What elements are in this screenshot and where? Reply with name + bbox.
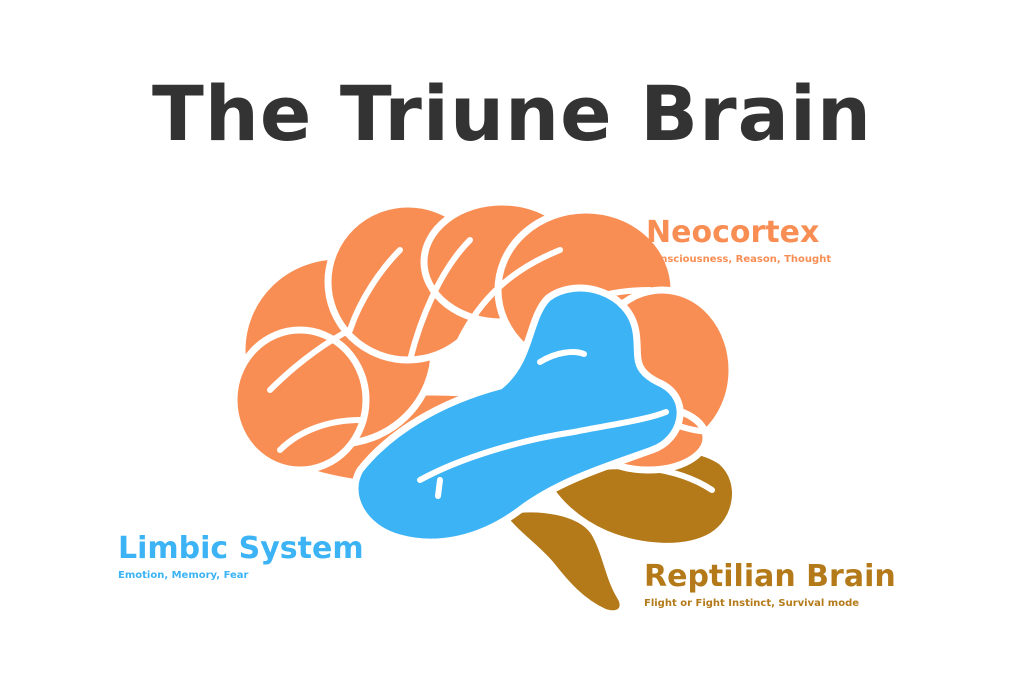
limbic-system-label: Limbic System Emotion, Memory, Fear [118, 530, 364, 583]
sulcus [407, 237, 473, 363]
diagram-title: The Triune Brain [151, 69, 873, 158]
limbic-body [351, 284, 684, 546]
neocortex-description: Consciousness, Reason, Thought [646, 254, 832, 265]
sulcus [347, 247, 403, 333]
neocortex-label: Neocortex Consciousness, Reason, Thought [646, 214, 831, 267]
brain-stem-shape [494, 505, 627, 618]
reptilian-brain-label: Reptilian Brain Flight or Fight Instinct… [644, 558, 896, 611]
reptilian-brain-name: Reptilian Brain [644, 559, 896, 594]
limbic-fold [537, 349, 587, 365]
sulcus [267, 327, 353, 393]
limbic-system-name: Limbic System [118, 531, 364, 566]
reptilian-brain-description: Flight or Fight Instinct, Survival mode [644, 598, 860, 609]
limbic-system-description: Emotion, Memory, Fear [118, 570, 249, 581]
neocortex-name: Neocortex [646, 215, 820, 250]
limbic-fold [435, 477, 443, 499]
limbic-system-shape [351, 284, 684, 546]
limbic-fold [417, 409, 669, 483]
sulcus [277, 417, 363, 453]
sulcus [457, 247, 563, 343]
gyrus [230, 326, 370, 474]
